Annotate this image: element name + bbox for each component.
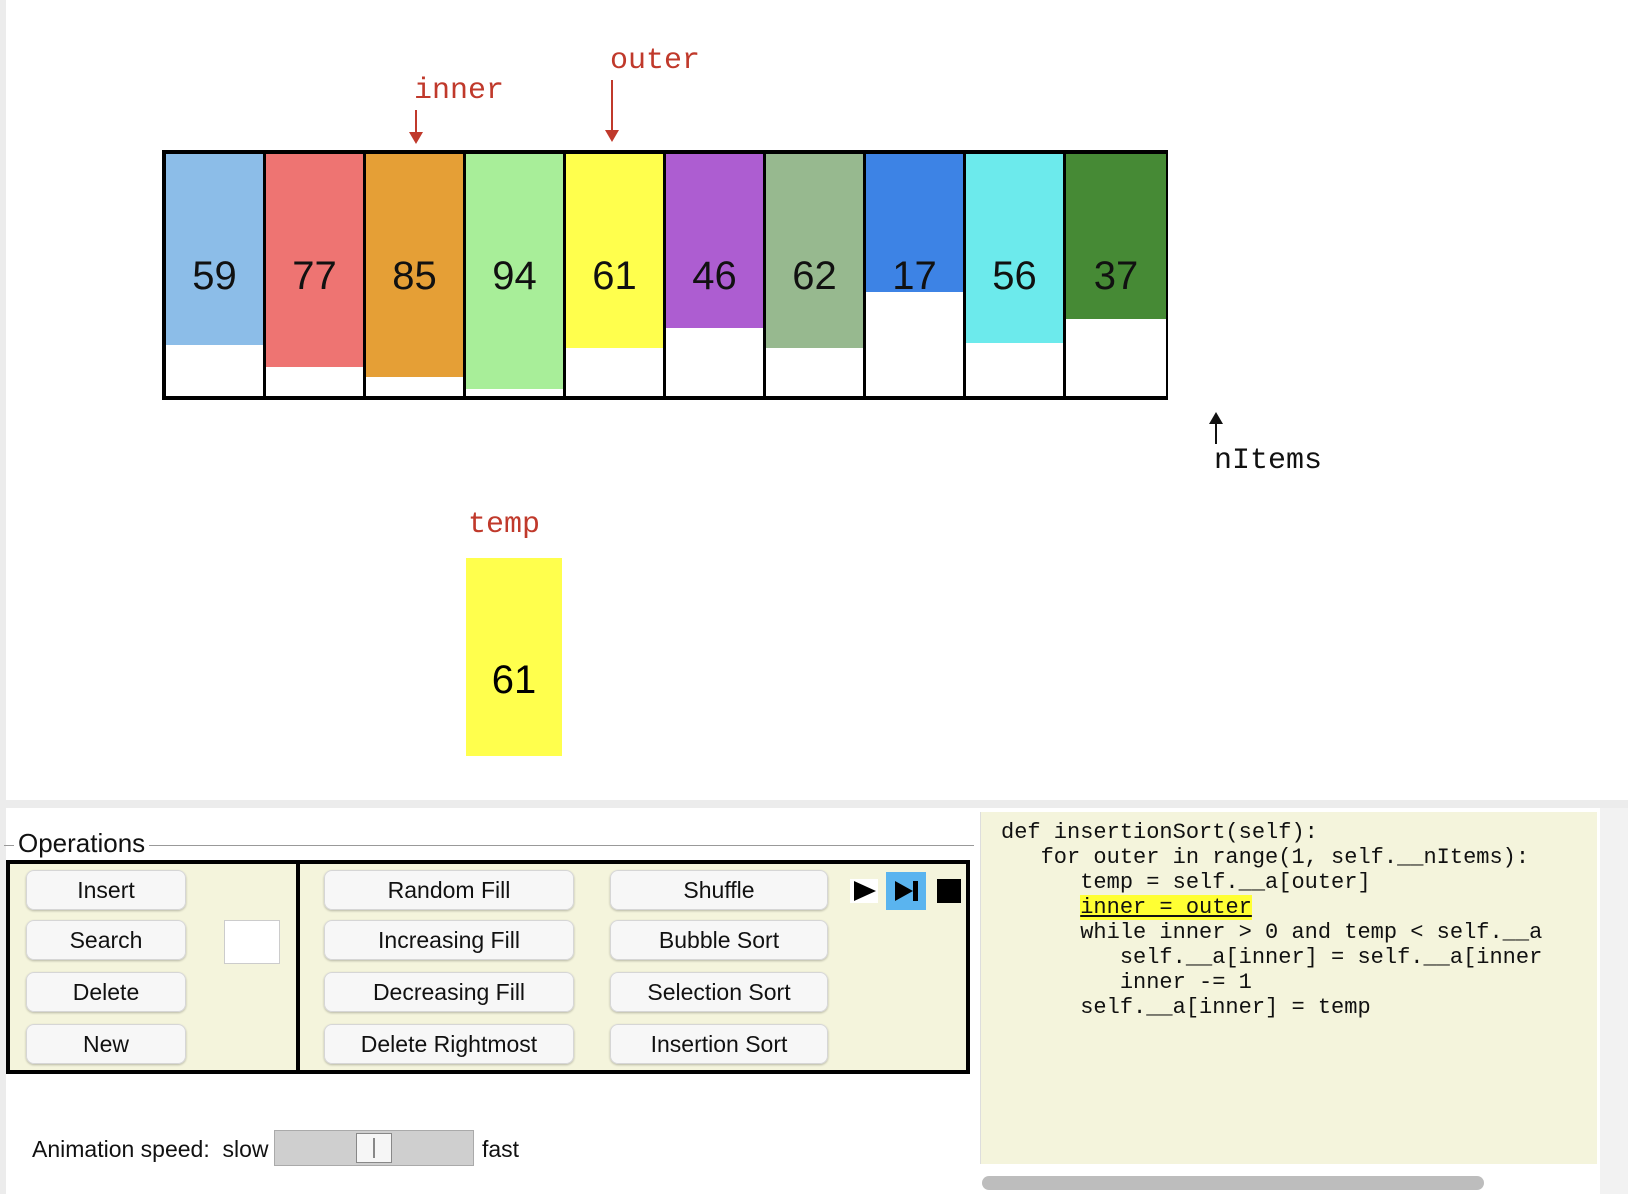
array-cell-value: 46	[692, 254, 737, 298]
array-cell-value: 94	[492, 254, 537, 298]
code-line: inner = outer	[1001, 895, 1252, 920]
animation-speed-text: Animation speed:	[32, 1136, 210, 1162]
array-cell-value: 37	[1093, 254, 1139, 298]
animation-speed-label: Animation speed: slow	[32, 1136, 269, 1163]
delete-button[interactable]: Delete	[26, 972, 186, 1012]
right-scroll-strip	[1600, 808, 1628, 1194]
array-cell-fill	[266, 154, 363, 367]
play-icon[interactable]	[848, 874, 882, 908]
step-icon[interactable]	[886, 872, 926, 910]
array-cell: 37	[1066, 154, 1166, 396]
array-frame: 59 77 85 94 61 46 62 17 56 37	[162, 150, 1168, 400]
speed-slow-label: slow	[222, 1136, 269, 1162]
operations-group	[4, 845, 974, 1078]
array-cell-value: 85	[392, 254, 437, 298]
nitems-pointer-label: nItems	[1214, 444, 1323, 478]
operations-separator	[296, 860, 300, 1074]
search-button[interactable]: Search	[26, 920, 186, 960]
speed-fast-label: fast	[482, 1136, 520, 1162]
operations-title: Operations	[14, 828, 150, 859]
code-line: self.__a[inner] = temp	[1001, 995, 1371, 1020]
code-panel: def insertionSort(self): for outer in ra…	[980, 812, 1597, 1164]
code-line: inner -= 1	[1001, 970, 1252, 995]
new-button[interactable]: New	[26, 1024, 186, 1064]
array-cell: 17	[866, 154, 966, 396]
array-cell: 77	[266, 154, 366, 396]
random-fill-button[interactable]: Random Fill	[324, 870, 574, 910]
array-cell-fill	[466, 154, 563, 389]
array-cell-fill	[866, 154, 963, 292]
insert-button[interactable]: Insert	[26, 870, 186, 910]
value-input[interactable]	[224, 920, 280, 964]
code-line: temp = self.__a[outer]	[1001, 870, 1371, 895]
array-cell: 85	[366, 154, 466, 396]
array-cell: 59	[166, 154, 266, 396]
array-cell-value: 77	[292, 254, 337, 298]
code-line: self.__a[inner] = self.__a[inner	[1001, 945, 1543, 970]
outer-pointer-arrow	[605, 80, 619, 142]
insertion-sort-button[interactable]: Insertion Sort	[610, 1024, 828, 1064]
array-cell: 56	[966, 154, 1066, 396]
array-cell: 94	[466, 154, 566, 396]
code-horizontal-scrollbar[interactable]	[982, 1176, 1484, 1190]
animation-speed-thumb[interactable]	[356, 1133, 392, 1163]
decreasing-fill-button[interactable]: Decreasing Fill	[324, 972, 574, 1012]
code-line: for outer in range(1, self.__nItems):	[1001, 845, 1530, 870]
array-cell: 61	[566, 154, 666, 396]
array-cell-fill	[666, 154, 763, 328]
array-cell-fill	[1066, 154, 1166, 319]
selection-sort-button[interactable]: Selection Sort	[610, 972, 828, 1012]
array-cell-value: 56	[992, 254, 1037, 298]
temp-value: 61	[491, 658, 537, 702]
array-cell: 46	[666, 154, 766, 396]
array-cell: 62	[766, 154, 866, 396]
delete-rightmost-button[interactable]: Delete Rightmost	[324, 1024, 574, 1064]
array-cell-value: 62	[792, 254, 837, 298]
inner-pointer-label: inner	[414, 74, 505, 108]
array-cell-fill	[566, 154, 663, 348]
temp-cell: 61	[466, 558, 562, 756]
shuffle-button[interactable]: Shuffle	[610, 870, 828, 910]
array-cell-value: 59	[192, 254, 237, 298]
highlighted-code: inner = outer	[1080, 895, 1252, 920]
inner-pointer-arrow	[409, 110, 423, 144]
array-cell-fill	[166, 154, 263, 345]
stop-icon[interactable]	[932, 874, 966, 908]
array-cell-fill	[766, 154, 863, 348]
panel-divider	[0, 800, 1628, 808]
window-left-border	[0, 0, 6, 1194]
code-line: while inner > 0 and temp < self.__a	[1001, 920, 1543, 945]
outer-pointer-label: outer	[610, 44, 701, 78]
bubble-sort-button[interactable]: Bubble Sort	[610, 920, 828, 960]
array-cell-value: 61	[592, 254, 637, 298]
temp-label: temp	[468, 508, 541, 542]
array-cell-fill	[966, 154, 1063, 343]
increasing-fill-button[interactable]: Increasing Fill	[324, 920, 574, 960]
array-cell-fill	[366, 154, 463, 377]
nitems-pointer-arrow	[1209, 412, 1223, 444]
array-cell-value: 17	[892, 254, 937, 298]
animation-speed-slider[interactable]	[274, 1130, 474, 1166]
code-line: def insertionSort(self):	[1001, 820, 1318, 845]
